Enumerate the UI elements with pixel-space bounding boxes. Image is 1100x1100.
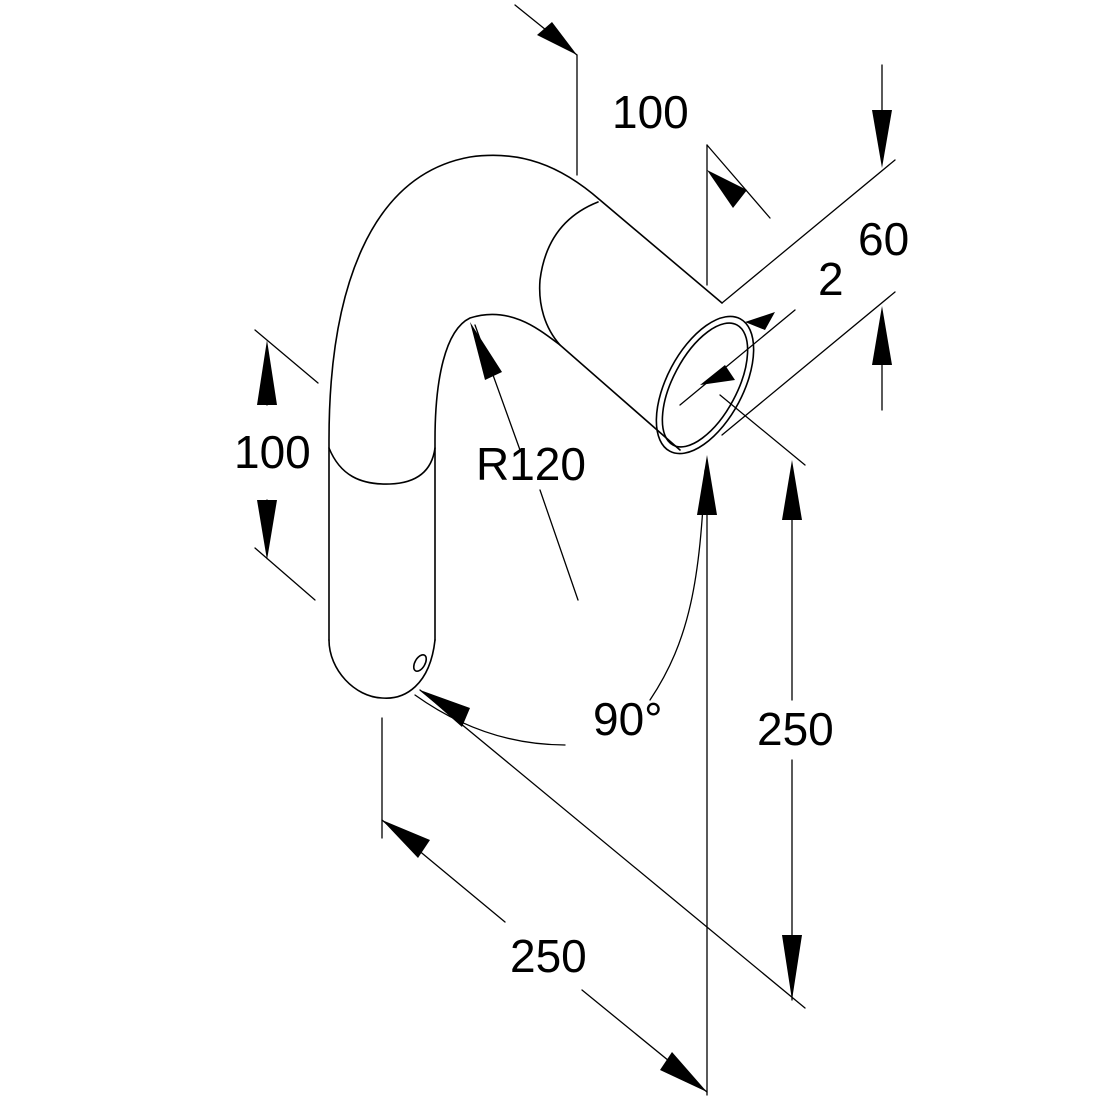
label-top-offset: 100 [612, 86, 689, 138]
label-wall-thickness: 2 [818, 253, 844, 305]
label-angle: 90° [593, 693, 663, 745]
dimension-labels: 100 60 2 100 R120 90° 250 250 [234, 86, 909, 982]
dimension-lines [254, 4, 896, 1096]
label-left-height: 100 [234, 426, 311, 478]
pipe-seam-lower [328, 447, 436, 485]
pipe-inner-contour [434, 313, 681, 641]
drain-hole [412, 654, 428, 672]
pipe-body [328, 154, 755, 699]
label-horizontal-length: 250 [510, 930, 587, 982]
label-bend-radius: R120 [476, 438, 586, 490]
pipe-outer-contour [328, 154, 723, 641]
tube-end-outer [655, 315, 755, 455]
tube-end-inner [661, 322, 749, 448]
label-vertical-length: 250 [757, 703, 834, 755]
label-outer-diameter: 60 [858, 213, 909, 265]
pipe-seam-upper [538, 201, 599, 346]
pipe-bottom-end [328, 639, 436, 699]
arrowheads [257, 22, 892, 1092]
